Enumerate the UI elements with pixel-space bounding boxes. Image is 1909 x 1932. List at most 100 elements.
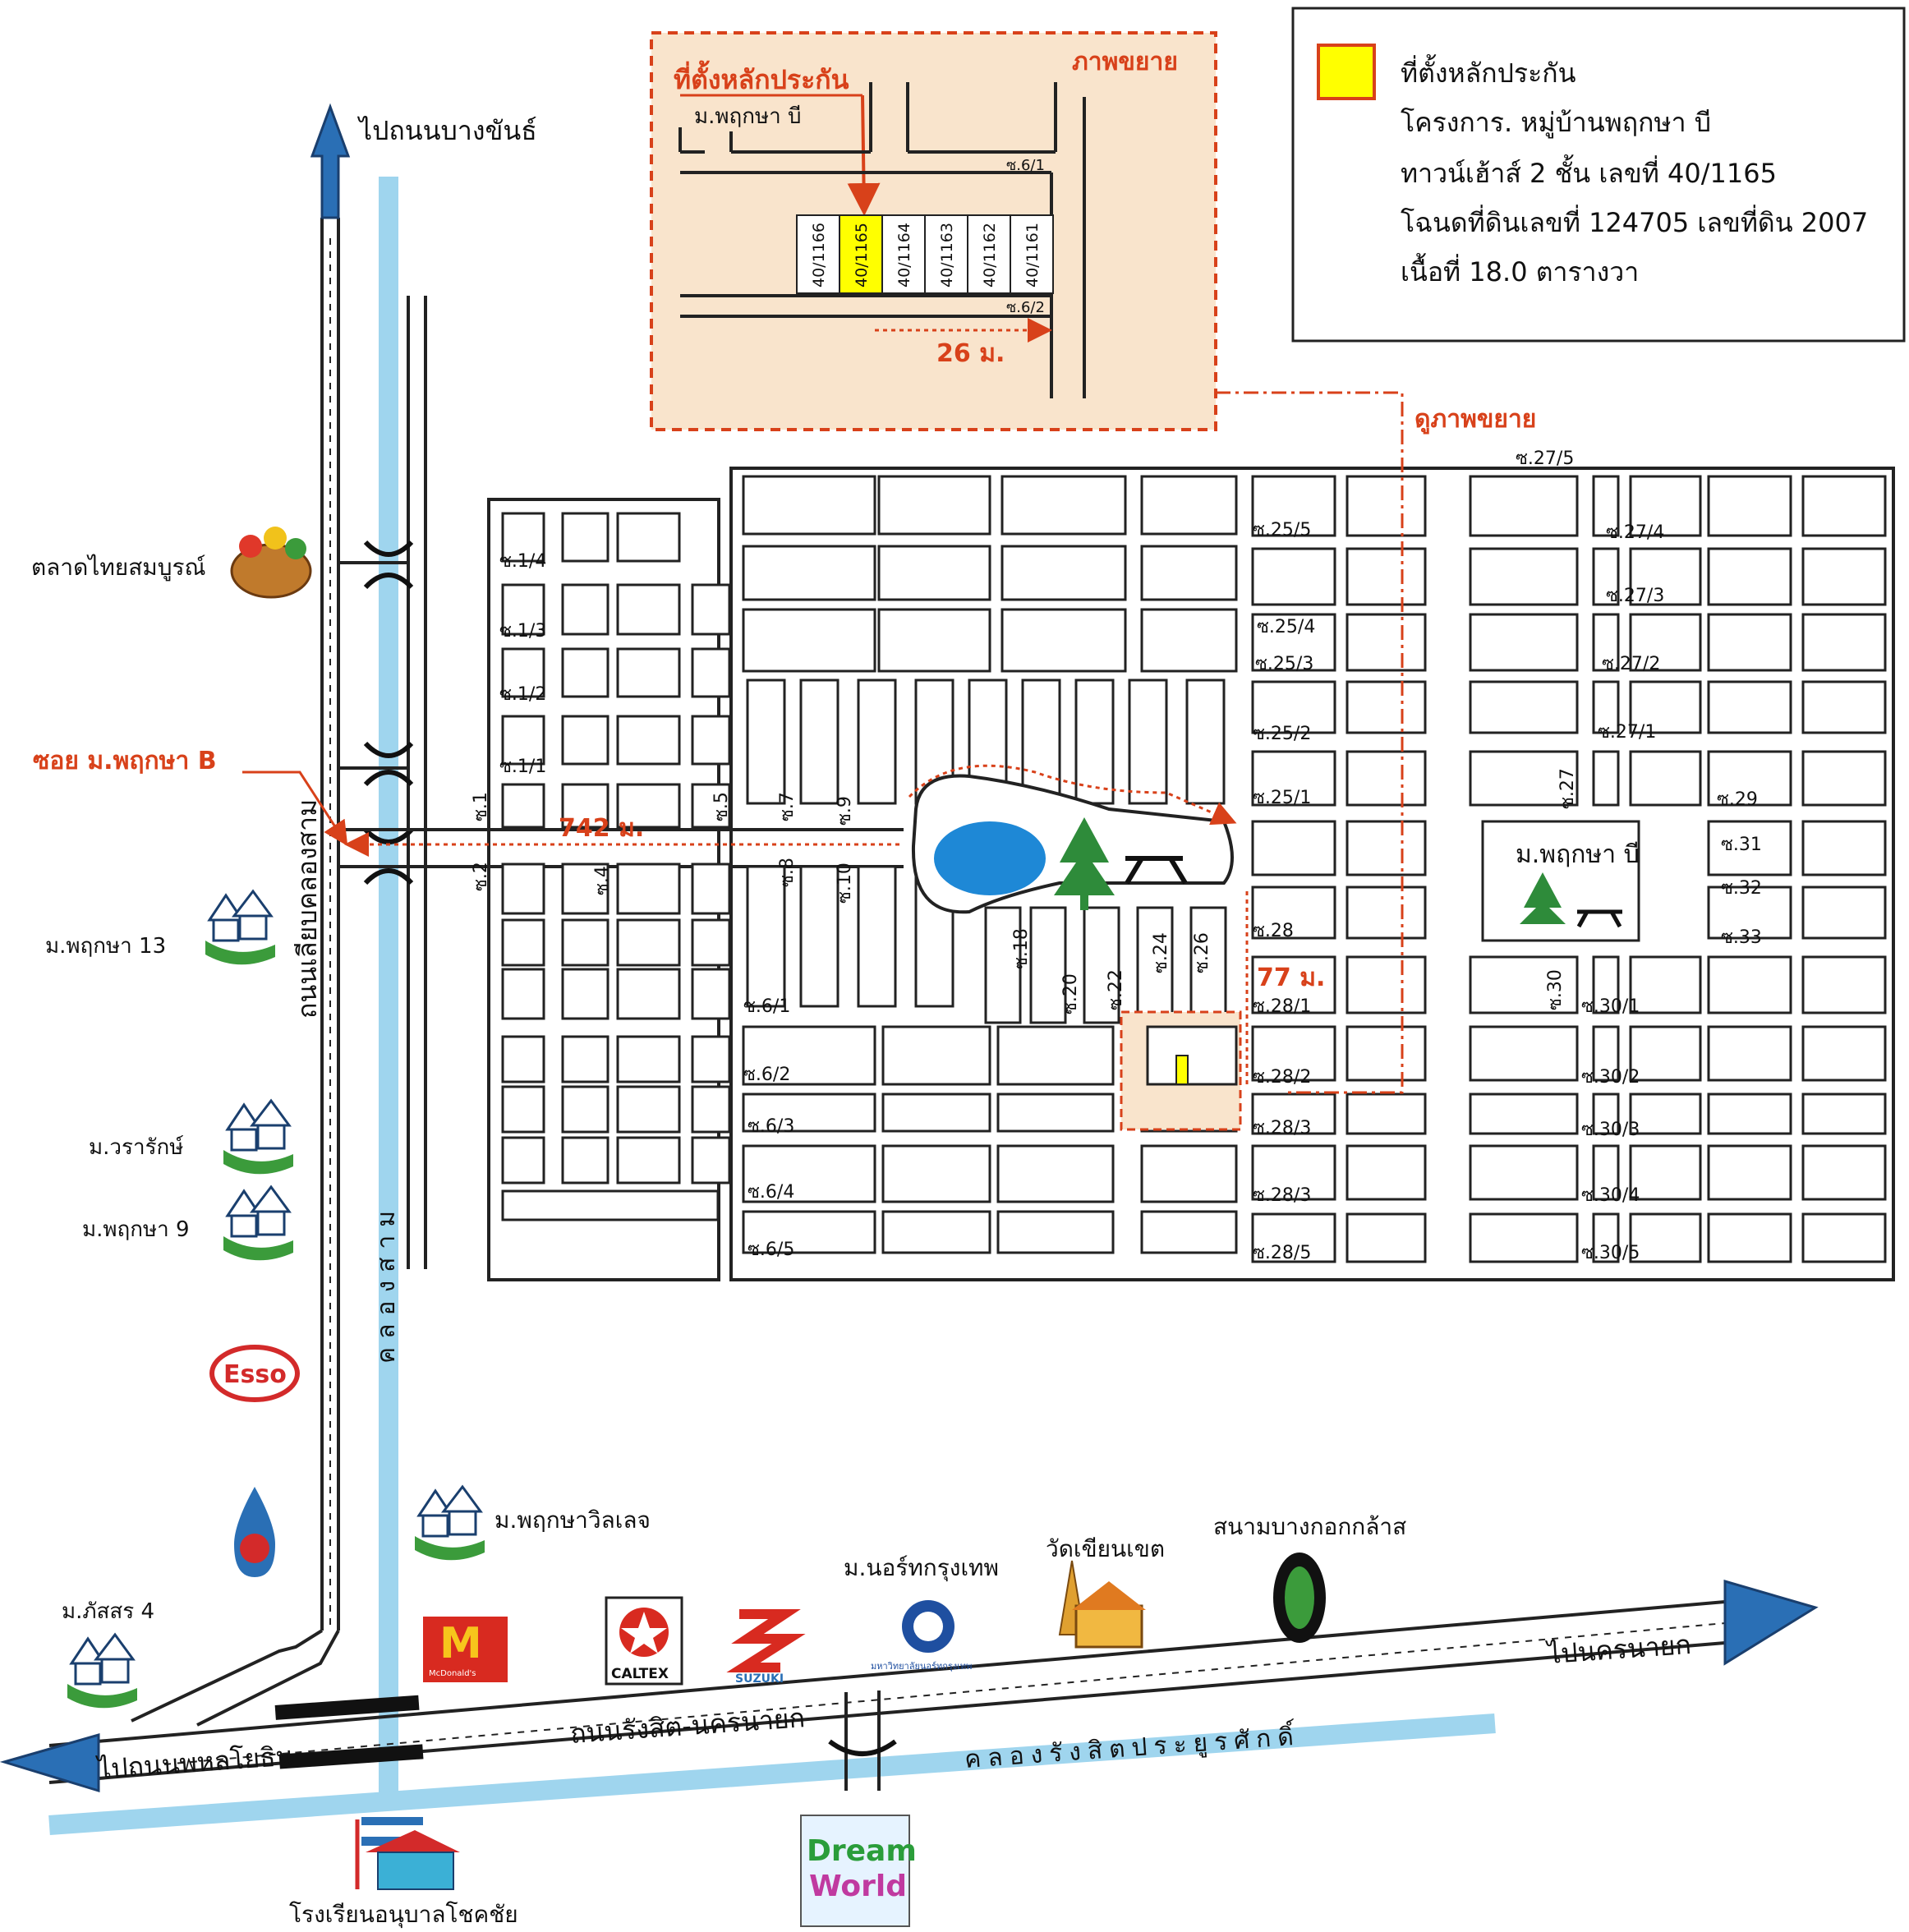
block [691,583,731,636]
inset-unit-label: 40/1164 [895,223,913,288]
block [1592,613,1620,672]
block [1592,750,1620,807]
soi-label-s28: ซ.28 [1253,921,1294,941]
block [616,862,681,915]
block [1469,955,1579,1014]
pruksa-village-label: ม.พฤกษาวิลเลจ [494,1506,651,1534]
soi-label-s32: ซ.32 [1721,878,1762,899]
block [501,512,545,563]
soi-label-s29: ซ.29 [1717,789,1758,810]
block [501,1136,545,1184]
north-arrow-label: ไปถนนบางขันธ์ [356,115,537,146]
block [616,512,681,563]
block [1592,1025,1620,1082]
svg-text:McDonald's: McDonald's [429,1669,476,1678]
block [1251,547,1336,606]
suzuki-logo: SUZUKI [726,1609,806,1686]
block [691,968,731,1020]
block [1801,475,1887,537]
inset-unit-label: 40/1165 [853,223,871,288]
distance-77: 77 ม. [1257,964,1325,992]
block [881,1210,991,1254]
house-icon [415,1484,485,1561]
inset-target-unit [839,214,883,294]
block [1251,886,1336,940]
legend-swatch [1317,44,1376,100]
village-grid [487,467,1895,1281]
soi-label-s6-2: ซ.6/2 [743,1065,790,1085]
block [561,968,610,1020]
block [742,475,876,536]
block [501,1189,720,1221]
soi-label-s28-1: ซ.28/1 [1253,996,1311,1017]
block [1000,475,1127,536]
block [1251,1025,1336,1082]
soi-label-s1: ซ.1 [471,792,491,821]
legend: ที่ตั้งหลักประกัน โครงการ. หมู่บ้านพฤกษา… [1291,7,1906,343]
inset-village: ม.พฤกษา บี [694,104,802,129]
block [1251,1092,1336,1135]
block [1801,613,1887,672]
block [501,1085,545,1134]
block [742,1144,876,1203]
block [1346,1092,1427,1135]
block [1128,678,1168,805]
inset-soi-bottom: ซ.6/2 [1006,299,1045,316]
stadium-label: สนามบางกอกกล้าส [1213,1513,1406,1540]
market-basket-icon [230,527,312,599]
block [1707,613,1792,672]
soi-label-s27-3: ซ.27/3 [1606,586,1664,606]
block [1346,1025,1427,1082]
block [1592,680,1620,734]
canal-vertical-label: คลองสาม [372,1203,401,1364]
block [1346,680,1427,734]
block [1629,750,1702,807]
block [1707,680,1792,734]
legend-line-0: ที่ตั้งหลักประกัน [1401,54,1576,89]
block [691,918,731,967]
block [561,783,610,829]
block [501,647,545,698]
soi-label-s25-4: ซ.25/4 [1257,617,1315,637]
block [1346,820,1427,876]
block [1801,1025,1887,1082]
bridges [363,540,414,886]
inset-soi-top: ซ.6/1 [1006,157,1045,174]
soi-label-s25-1: ซ.25/1 [1253,788,1311,808]
block [1592,1212,1620,1263]
block [996,1210,1115,1254]
block [881,1092,991,1133]
view-enlarged-label: ดูภาพขยาย [1414,405,1536,435]
block [1346,955,1427,1014]
block [1469,750,1579,807]
block [1801,1212,1887,1263]
pruksa9-label: ม.พฤกษา 9 [82,1217,190,1242]
block [561,918,610,967]
inset-unit [924,214,968,294]
block [799,678,840,805]
soi-label-s10: ซ.10 [835,862,855,904]
legend-line-3: โฉนดที่ดินเลขที่ 124705 เลขที่ดิน 2007 [1401,205,1868,238]
block [691,862,731,915]
legend-line-2: ทาวน์เฮ้าส์ 2 ชั้น เลขที่ 40/1165 [1401,154,1777,189]
block [561,647,610,698]
block [1346,1144,1427,1201]
north-arrow [310,103,351,219]
block [1346,1212,1427,1263]
wararak-label: ม.วรารักษ์ [89,1135,184,1160]
soi-label-s27-4: ซ.27/4 [1606,522,1664,543]
block [1592,547,1620,606]
block [561,862,610,915]
block [501,862,545,915]
soi-label-s1-3: ซ.1/3 [499,621,546,642]
block [616,968,681,1020]
block [799,865,840,1008]
distance-742: 742 ม. [559,814,644,843]
block [1251,613,1336,672]
soi-label-s30-4: ซ.30/4 [1581,1185,1640,1206]
soi-label-s18: ซ.18 [1011,928,1032,969]
block [996,1144,1115,1203]
block [616,918,681,967]
block [1801,547,1887,606]
soi-label-s25-5: ซ.25/5 [1253,520,1311,540]
